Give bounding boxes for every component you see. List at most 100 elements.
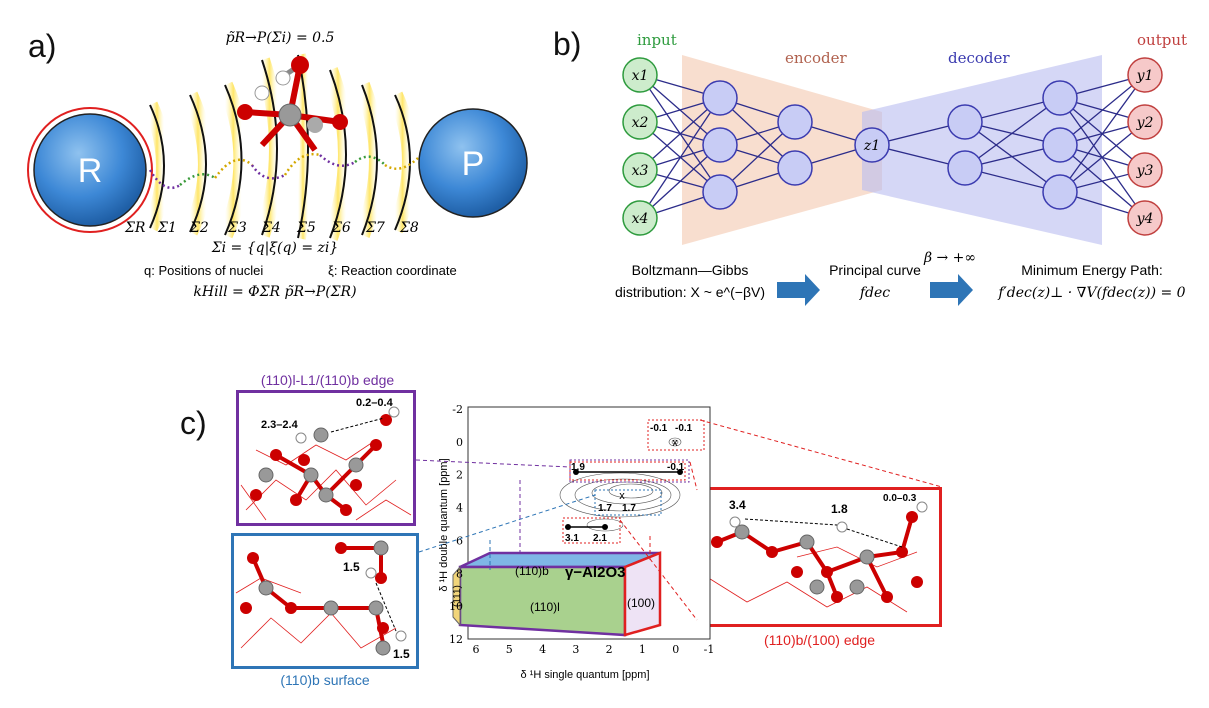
panel-label-a: a) [28, 28, 57, 64]
input-label: input [637, 31, 677, 49]
network-edge [1059, 74, 1146, 193]
beta-limit: β → +∞ [923, 250, 976, 266]
nmr-spectrum: x x -0.1 -0.1 1.9 -0.1 1.7 1.7 3.1 2.1 (… [438, 403, 715, 681]
y-tick-label: 2 [456, 469, 463, 482]
output-node [1127, 152, 1163, 188]
peak-label: 3.1 [565, 533, 579, 544]
output-node [1127, 200, 1163, 236]
red-label: 1.8 [831, 502, 848, 516]
hidden-node [702, 127, 738, 163]
output-node [1127, 104, 1163, 140]
bg-line2: distribution: X ~ e^(−βV) [615, 284, 765, 300]
red-box-title: (110)b/(100) edge [763, 632, 876, 648]
q-definition: q: Positions of nuclei [144, 263, 263, 278]
sigma-label: Σ7 [365, 220, 385, 236]
x-tick-label: 0 [672, 643, 679, 656]
crystal-label: γ−Al2O3 [565, 564, 625, 581]
blue-label: 1.5 [343, 560, 360, 574]
pc-line2: fdec [859, 285, 890, 301]
mep-line2: f′dec(z)⊥ · ∇V(fdec(z)) = 0 [997, 285, 1185, 301]
arrow-right-icon [777, 274, 820, 306]
sigma-label: Σ3 [227, 220, 247, 236]
panel-b-figure: input encoder decoder output x1x2x3x4z1y… [615, 31, 1187, 306]
y-tick-label: 6 [456, 534, 463, 547]
sigma-label: Σ2 [189, 220, 209, 236]
x-tick-label: 4 [539, 643, 546, 656]
hidden-node [777, 150, 813, 186]
output-node [1127, 57, 1163, 93]
input-node [622, 104, 658, 140]
decoder-label: decoder [948, 49, 1010, 67]
blue-box-title: (110)b surface [280, 672, 370, 688]
blue-structure-box: 1.5 1.5 [231, 533, 419, 669]
hidden-node [1042, 174, 1078, 210]
sigma-label: ΣR [124, 220, 146, 236]
purple-label: 0.2–0.4 [356, 397, 394, 409]
sigma-label: Σ5 [296, 220, 316, 236]
input-node-label: x4 [632, 211, 649, 227]
peak-label: 2.1 [593, 533, 607, 544]
network-edge [964, 97, 1061, 169]
latent-node [854, 127, 890, 163]
network-edge [639, 144, 721, 219]
x-tick-label: 3 [572, 643, 579, 656]
bg-line1: Boltzmann—Gibbs [632, 262, 749, 278]
y-tick-label: -2 [452, 403, 463, 416]
x-tick-label: -1 [704, 643, 715, 656]
sigma-definition: Σi = {q|ξ(q) = zi} [211, 240, 339, 256]
y-tick-label: 12 [449, 633, 463, 646]
xi-definition: ξ: Reaction coordinate [328, 263, 457, 278]
y-axis-label: δ ¹H double quantum [ppm] [438, 458, 450, 591]
facet-label: (110)b [515, 564, 549, 578]
product-sphere [418, 108, 528, 218]
x-tick-label: 5 [506, 643, 513, 656]
hidden-node [702, 80, 738, 116]
input-node-label: x2 [632, 115, 649, 131]
crystal-model [452, 551, 662, 637]
latent-node-label: z1 [863, 138, 880, 154]
purple-structure-box: 2.3–2.4 0.2–0.4 [236, 390, 416, 526]
peak-label: 1.7 [622, 503, 636, 514]
mep-line1: Minimum Energy Path: [1021, 262, 1163, 278]
hidden-node [947, 104, 983, 140]
output-node-label: y4 [1136, 211, 1154, 227]
y-tick-label: 0 [456, 436, 463, 449]
peak-x-icon: x [672, 437, 678, 449]
input-node [622, 152, 658, 188]
red-label: 0.0–0.3 [883, 493, 917, 504]
facet-label: (111) [452, 585, 463, 607]
dividing-surfaces [142, 53, 418, 241]
peak-x-icon: x [619, 490, 625, 502]
arrow-right-icon [930, 274, 973, 306]
peak-label: -0.1 [675, 423, 693, 434]
facet-label: (110)l [530, 600, 560, 614]
sigma-label: Σ4 [261, 220, 281, 236]
committor-equation: p̃R→P(Σi) = 0.5 [226, 30, 335, 46]
peak-label: 1.7 [598, 503, 612, 514]
panel-label-b: b) [553, 26, 582, 62]
hidden-node [947, 150, 983, 186]
network-edge [639, 97, 721, 219]
hidden-node [1042, 80, 1078, 116]
hidden-node [702, 174, 738, 210]
y-tick-label: 4 [456, 502, 463, 515]
peak-label: -0.1 [650, 423, 668, 434]
sigma-label: Σ1 [157, 220, 177, 236]
reactant-ring [27, 107, 153, 233]
output-label: output [1137, 31, 1187, 49]
hidden-node [777, 104, 813, 140]
product-label: P [462, 145, 485, 183]
y-tick-label: 10 [449, 600, 463, 613]
x-tick-label: 6 [473, 643, 480, 656]
sigma-labels: ΣR Σ1 Σ2 Σ3 Σ4 Σ5 Σ6 Σ7 Σ8 [124, 220, 419, 236]
blue-label: 1.5 [393, 647, 410, 661]
facet-label: (100) [627, 596, 655, 610]
network-edge [1059, 121, 1146, 193]
y-tick-label: 8 [456, 567, 463, 580]
encoder-label: encoder [785, 49, 847, 67]
x-axis-label: δ ¹H single quantum [ppm] [520, 669, 649, 681]
panel-label-c: c) [180, 405, 207, 441]
x-tick-label: 1 [639, 643, 646, 656]
reaction-path [148, 152, 419, 190]
